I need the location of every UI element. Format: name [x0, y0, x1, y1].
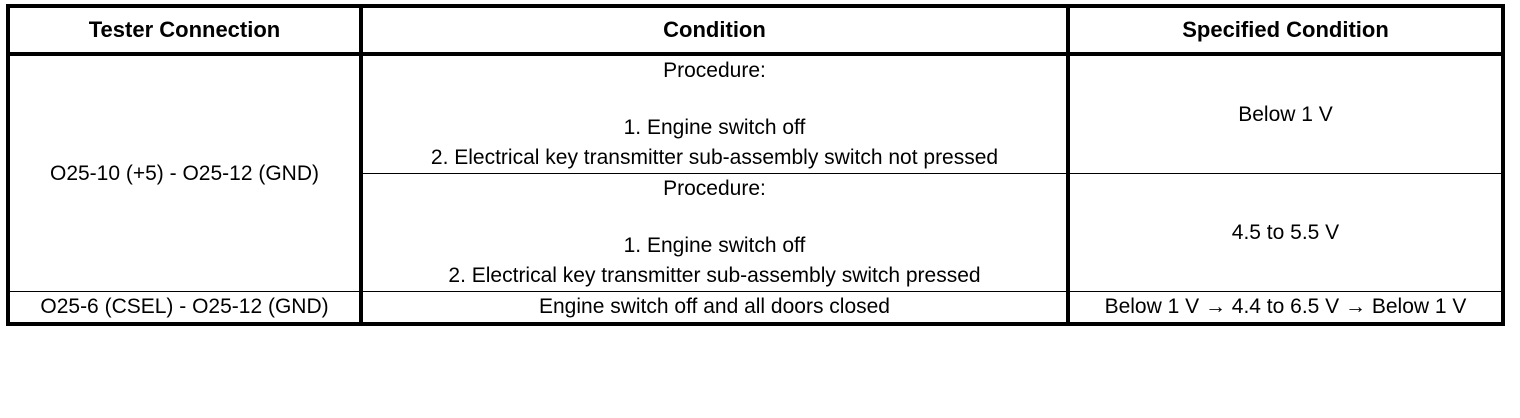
procedure-block: Procedure: 1. Engine switch off 2. Elect… — [363, 174, 1066, 291]
table-body: O25-10 (+5) - O25-12 (GND) Procedure: 1.… — [7, 53, 1504, 325]
procedure-step: 2. Electrical key transmitter sub-assemb… — [448, 264, 981, 287]
tester-connection-cell: O25-6 (CSEL) - O25-12 (GND) — [7, 291, 362, 325]
procedure-step: 2. Electrical key transmitter sub-assemb… — [430, 146, 999, 169]
inspection-spec-table: Tester Connection Condition Specified Co… — [6, 4, 1505, 326]
column-header-specified-condition: Specified Condition — [1067, 5, 1504, 56]
procedure-step: 1. Engine switch off — [623, 116, 806, 139]
specified-condition-cell: 4.5 to 5.5 V — [1067, 173, 1504, 292]
table-row: Procedure: 1. Engine switch off 2. Elect… — [8, 173, 1504, 292]
header-row: Tester Connection Condition Specified Co… — [7, 5, 1504, 56]
procedure-spacer — [363, 204, 1066, 231]
condition-cell: Engine switch off and all doors closed — [359, 291, 1070, 325]
procedure-title: Procedure: — [663, 177, 766, 200]
specified-condition-cell: Below 1 V — [1067, 53, 1504, 174]
specified-condition-cell: Below 1 V → 4.4 to 6.5 V → Below 1 V — [1067, 291, 1504, 325]
condition-cell: Procedure: 1. Engine switch off 2. Elect… — [359, 53, 1070, 174]
table-header: Tester Connection Condition Specified Co… — [7, 5, 1504, 56]
specified-condition-value: Below 1 V → 4.4 to 6.5 V → Below 1 V — [1104, 295, 1467, 318]
column-header-condition: Condition — [359, 5, 1070, 56]
procedure-step: 1. Engine switch off — [623, 234, 806, 257]
condition-cell: Procedure: 1. Engine switch off 2. Elect… — [359, 173, 1070, 292]
table-row: O25-6 (CSEL) - O25-12 (GND) Engine switc… — [7, 291, 1504, 325]
table-row: O25-10 (+5) - O25-12 (GND) Procedure: 1.… — [7, 53, 1504, 292]
specified-condition-value: Below 1 V — [1238, 102, 1333, 126]
condition-text: Engine switch off and all doors closed — [539, 295, 890, 318]
procedure-block: Procedure: 1. Engine switch off 2. Elect… — [363, 56, 1066, 173]
procedure-title: Procedure: — [663, 59, 766, 82]
procedure-spacer — [363, 86, 1066, 113]
column-header-tester-connection: Tester Connection — [7, 5, 362, 56]
tester-connection-cell: O25-10 (+5) - O25-12 (GND) — [7, 53, 362, 292]
specified-condition-value: 4.5 to 5.5 V — [1231, 220, 1340, 244]
